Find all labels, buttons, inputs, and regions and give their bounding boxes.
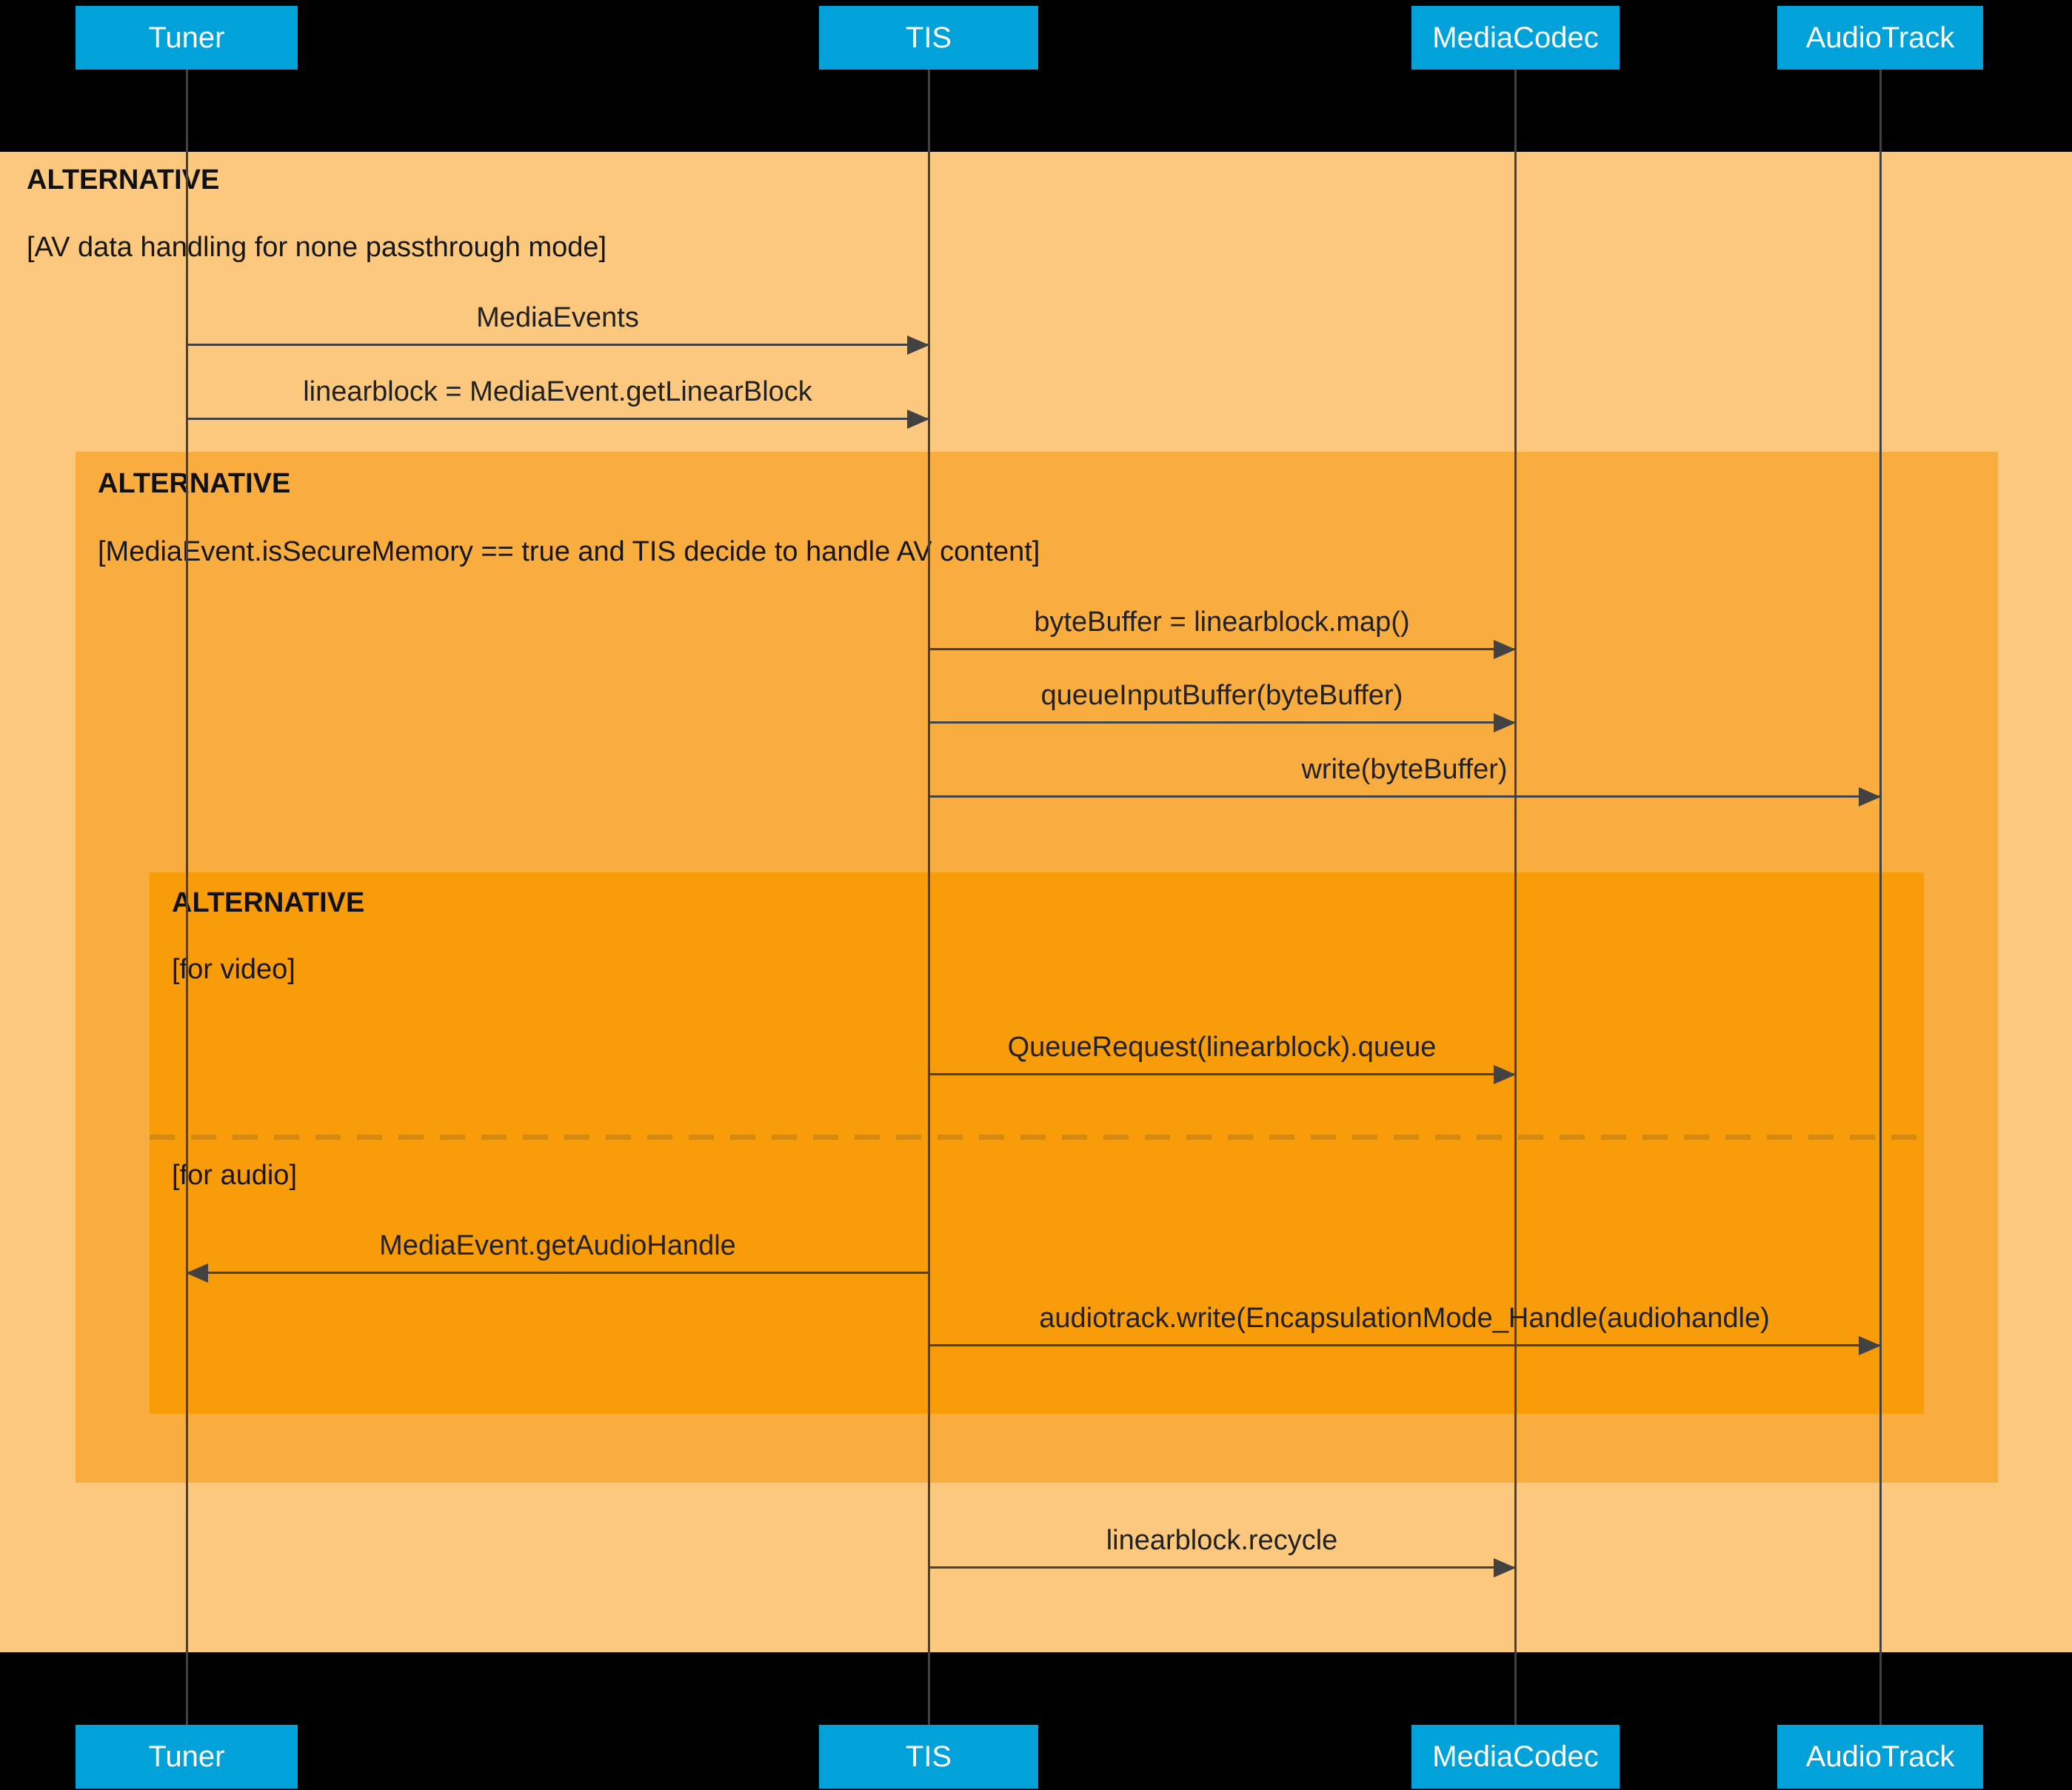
message-label: MediaEvents xyxy=(476,302,639,333)
alt-frame-inner-title: ALTERNATIVE xyxy=(172,887,365,918)
arrowhead-icon xyxy=(1494,1065,1516,1084)
message-getlinearblock: linearblock = MediaEvent.getLinearBlock xyxy=(187,376,929,429)
message-linearblock-recycle: linearblock.recycle xyxy=(929,1525,1516,1577)
message-getaudiohandle: MediaEvent.getAudioHandle xyxy=(186,1230,929,1283)
alt-frame-mid-guard: [MediaEvent.isSecureMemory == true and T… xyxy=(98,536,1040,567)
arrowhead-icon xyxy=(907,410,929,429)
alt-frame-inner: ALTERNATIVE [for video] [for audio] xyxy=(150,872,1924,1414)
actor-top-tis: TIS xyxy=(819,6,1038,70)
alt-frame-divider xyxy=(150,1135,1924,1140)
alt-frame-inner-guard-audio: [for audio] xyxy=(172,1160,297,1191)
alt-frame-outer-title: ALTERNATIVE xyxy=(27,164,220,196)
message-label: write(byteBuffer) xyxy=(1301,754,1508,785)
message-linearblock-map: byteBuffer = linearblock.map() xyxy=(929,607,1516,659)
actor-top-tuner: Tuner xyxy=(76,6,298,70)
alt-frame-outer-guard: [AV data handling for none passthrough m… xyxy=(27,232,607,263)
lifeline-audiotrack xyxy=(1879,70,1882,1725)
message-label: audiotrack.write(EncapsulationMode_Handl… xyxy=(1039,1303,1770,1334)
lifeline-mediacodec xyxy=(1514,70,1517,1725)
actor-top-audiotrack: AudioTrack xyxy=(1777,6,1983,70)
message-label: byteBuffer = linearblock.map() xyxy=(1034,607,1410,638)
message-label: linearblock = MediaEvent.getLinearBlock xyxy=(303,376,812,407)
actor-bottom-audiotrack: AudioTrack xyxy=(1777,1725,1983,1789)
message-label: queueInputBuffer(byteBuffer) xyxy=(1040,680,1403,711)
message-write-bytebuffer: write(byteBuffer) xyxy=(929,754,1881,806)
actor-top-mediacodec: MediaCodec xyxy=(1411,6,1620,70)
actor-bottom-tis: TIS xyxy=(819,1725,1038,1789)
arrowhead-icon xyxy=(907,335,929,355)
arrowhead-icon xyxy=(1494,713,1516,732)
message-label: QueueRequest(linearblock).queue xyxy=(1007,1032,1437,1063)
alt-frame-mid-title: ALTERNATIVE xyxy=(98,468,291,499)
message-audiotrack-write: audiotrack.write(EncapsulationMode_Handl… xyxy=(929,1303,1881,1355)
arrowhead-icon xyxy=(1859,787,1881,806)
arrowhead-icon xyxy=(1494,640,1516,659)
lifeline-tis xyxy=(928,70,930,1725)
lifeline-tuner xyxy=(186,70,188,1725)
message-mediaevents: MediaEvents xyxy=(187,302,929,355)
message-label: linearblock.recycle xyxy=(1106,1525,1338,1556)
arrowhead-icon xyxy=(186,1263,208,1283)
alt-frame-inner-guard-video: [for video] xyxy=(172,954,295,985)
actor-bottom-tuner: Tuner xyxy=(76,1725,298,1789)
message-queuerequest: QueueRequest(linearblock).queue xyxy=(929,1032,1516,1084)
arrowhead-icon xyxy=(1494,1558,1516,1577)
actor-bottom-mediacodec: MediaCodec xyxy=(1411,1725,1620,1789)
message-label: MediaEvent.getAudioHandle xyxy=(379,1230,736,1261)
arrowhead-icon xyxy=(1859,1336,1881,1355)
message-queueinputbuffer: queueInputBuffer(byteBuffer) xyxy=(929,680,1516,732)
